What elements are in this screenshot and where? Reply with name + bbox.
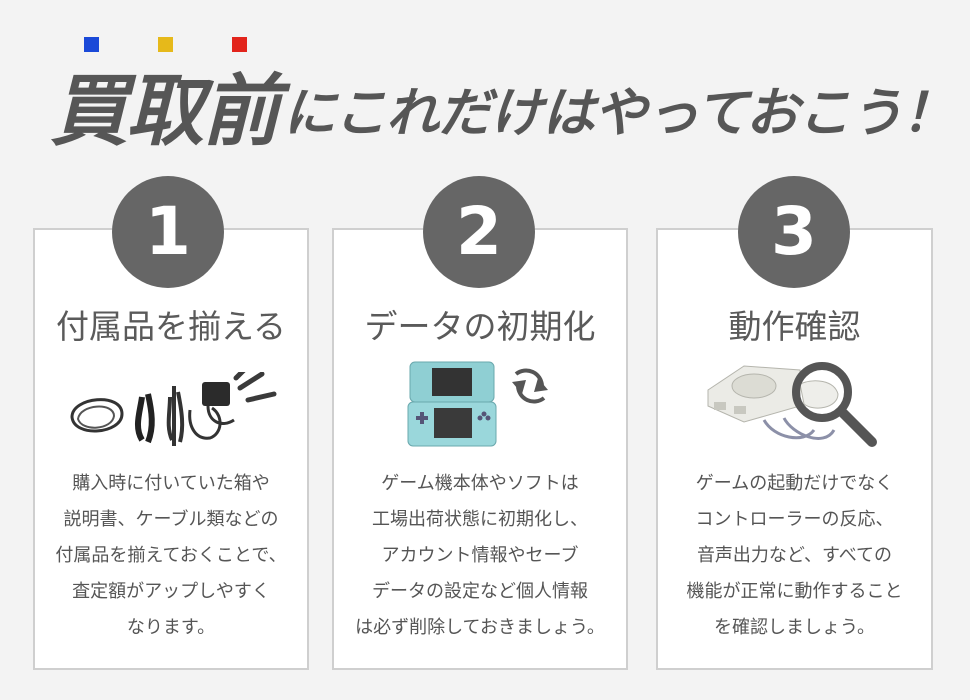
step-number-2: 2 (423, 176, 535, 288)
step-title-2: データの初期化 (364, 307, 596, 346)
handheld-console-reset-icon (407, 361, 548, 447)
desc-line: 工場出荷状態に初期化し、 (372, 509, 588, 530)
desc-line: 査定額がアップしやすく (72, 581, 270, 602)
step-number-1: 1 (112, 176, 224, 288)
page-title-strong: 買取前 (50, 67, 280, 157)
page-title: 買取前 にこれだけはやっておこう！ (40, 62, 955, 162)
page-title-rest: にこれだけはやっておこう！ (283, 83, 955, 144)
desc-line: ゲームの起動だけでなく (695, 473, 894, 494)
blue-square (84, 37, 99, 52)
cables-and-adapter-icon (70, 372, 277, 446)
desc-line: アカウント情報やセーブ (381, 545, 579, 566)
step-card-2 (332, 228, 628, 670)
desc-line: 購入時に付いていた箱や (72, 473, 270, 494)
red-square (232, 37, 247, 52)
desc-line: データの設定など個人情報 (372, 581, 588, 602)
step-card-1 (33, 228, 309, 670)
desc-line: ゲーム機本体やソフトは (381, 473, 579, 494)
desc-line: 付属品を揃えておくことで、 (55, 545, 287, 566)
desc-line: を確認しましょう。 (714, 617, 875, 638)
step-description-3: ゲームの起動だけでなく コントローラーの反応、 音声出力など、すべての 機能が正… (656, 466, 933, 646)
desc-line: コントローラーの反応、 (695, 509, 894, 530)
step-description-1: 購入時に付いていた箱や 説明書、ケーブル類などの 付属品を揃えておくことで、 査… (33, 466, 309, 646)
console-magnifier-icon (707, 362, 877, 447)
desc-line: は必ず削除しておきましょう。 (355, 617, 605, 638)
yellow-square (158, 37, 173, 52)
step-description-2: ゲーム機本体やソフトは 工場出荷状態に初期化し、 アカウント情報やセーブ データ… (332, 466, 628, 646)
desc-line: 説明書、ケーブル類などの (63, 509, 279, 530)
desc-line: 音声出力など、すべての (696, 545, 893, 566)
step-card-3 (656, 228, 933, 670)
desc-line: 機能が正常に動作すること (686, 581, 903, 602)
step-title-1: 付属品を揃える (55, 307, 286, 346)
accent-dots (84, 37, 254, 53)
step-number-3: 3 (738, 176, 850, 288)
desc-line: なります。 (126, 617, 216, 638)
step-title-3: 動作確認 (728, 307, 861, 346)
